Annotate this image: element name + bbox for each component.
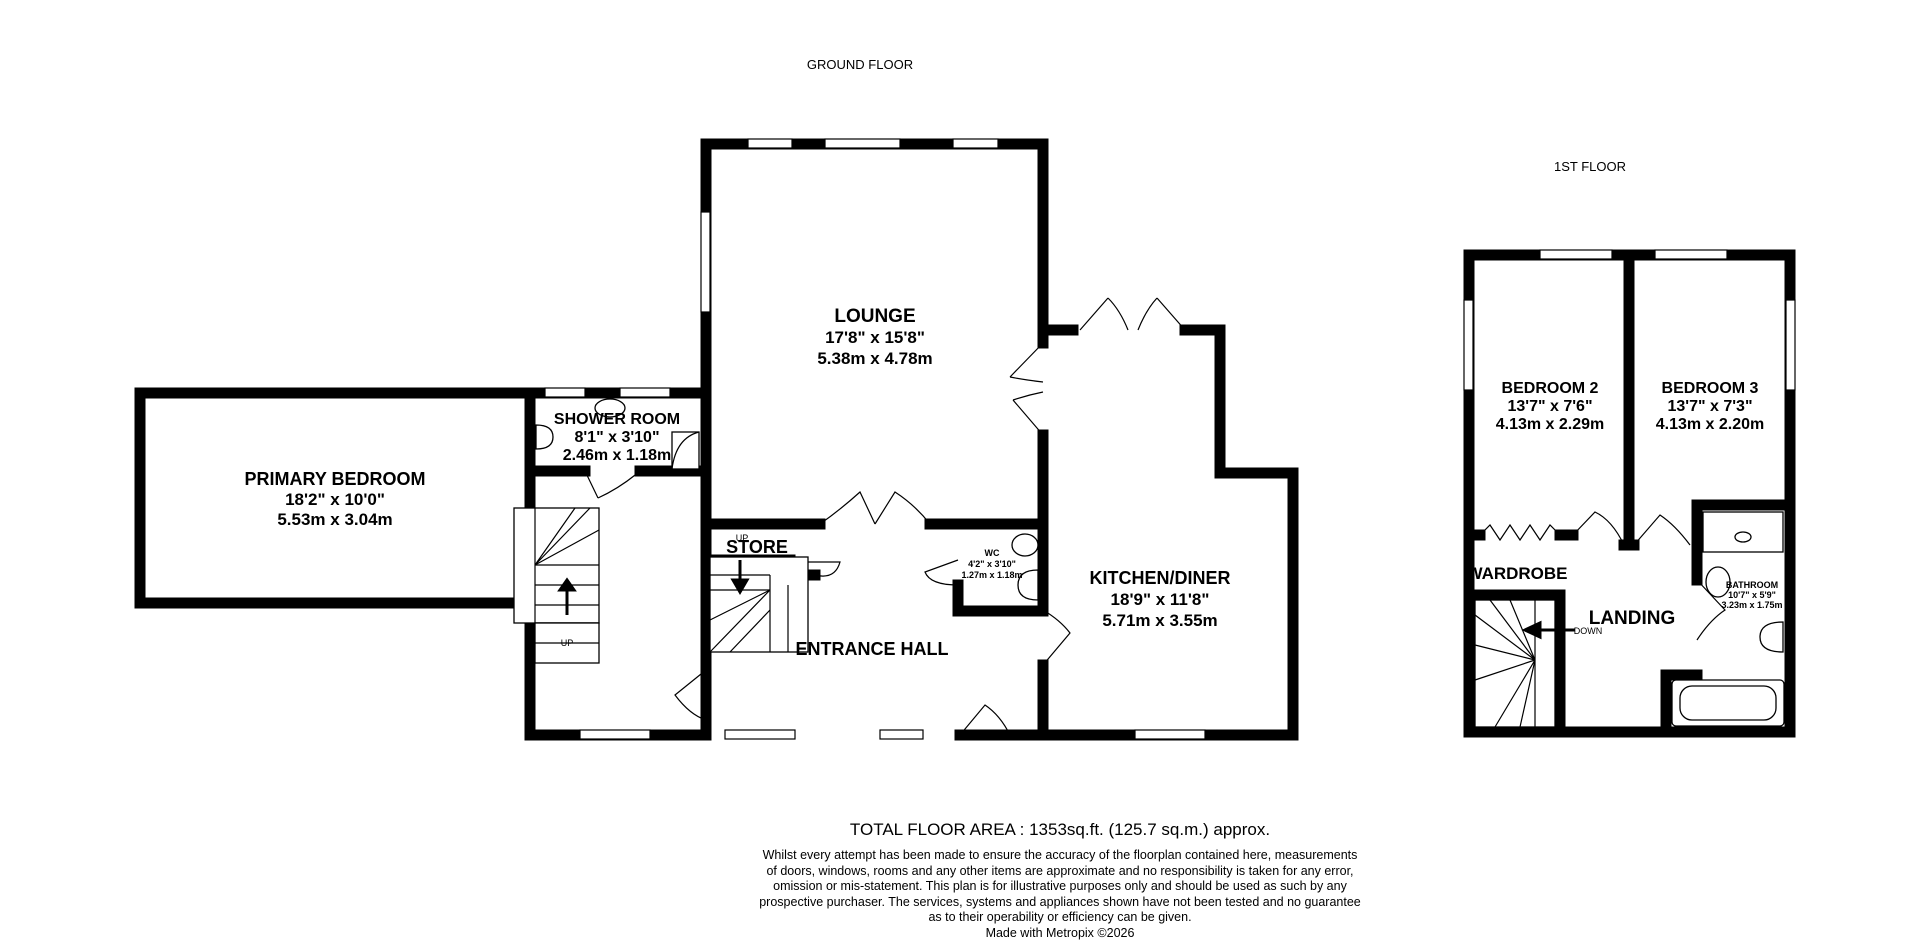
total-floor-area: TOTAL FLOOR AREA : 1353sq.ft. (125.7 sq.… <box>849 820 1271 839</box>
store-up-label: UP <box>736 533 749 543</box>
stairs-first: DOWN <box>1474 599 1603 728</box>
bathroom-name: BATHROOM <box>1726 580 1778 590</box>
store-stairs-arrow <box>730 560 750 595</box>
shower-room-name: SHOWER ROOM <box>554 411 680 428</box>
disclaimer-line: prospective purchaser. The services, sys… <box>759 894 1361 909</box>
footer: TOTAL FLOOR AREA : 1353sq.ft. (125.7 sq.… <box>660 820 1460 941</box>
entrance-hall-name: ENTRANCE HALL <box>796 639 949 659</box>
bedroom3-metric: 4.13m x 2.20m <box>1656 416 1765 433</box>
kitchen-walls <box>1021 324 1299 741</box>
hall-window <box>724 729 796 740</box>
hall-window <box>879 729 924 740</box>
hall-side-door <box>674 669 707 721</box>
bedroom3-door <box>1633 514 1691 546</box>
lounge-window <box>824 138 901 149</box>
stairs-hall: UP <box>709 533 809 653</box>
lounge-label: LOUNGE 17'8" x 15'8" 5.38m x 4.78m <box>817 306 932 368</box>
bathroom-shower <box>1705 566 1731 598</box>
lounge-name: LOUNGE <box>834 306 915 327</box>
wc-walls <box>944 518 1049 617</box>
disclaimer-line: of doors, windows, rooms and any other i… <box>766 863 1354 878</box>
bedroom3-name: BEDROOM 3 <box>1662 380 1759 397</box>
bedroom3-imperial: 13'7" x 7'3" <box>1667 398 1752 415</box>
first-floor-plan: DOWN <box>1463 249 1796 738</box>
bathroom-label: BATHROOM 10'7" x 5'9" 3.23m x 1.75m <box>1721 580 1782 610</box>
stairs-down-arrow <box>1521 620 1575 640</box>
primary-bedroom-imperial: 18'2" x 10'0" <box>285 490 385 509</box>
store-name: STORE <box>726 537 788 557</box>
wc-metric: 1.27m x 1.18m <box>961 570 1022 580</box>
stairs-up-label: UP <box>561 638 574 648</box>
bedroom2-imperial: 13'7" x 7'6" <box>1507 398 1592 415</box>
primary-bedroom-label: PRIMARY BEDROOM 18'2" x 10'0" 5.53m x 3.… <box>244 469 425 529</box>
ground-floor-plan: UP UP <box>134 138 1299 741</box>
bathroom-basin <box>1734 531 1752 543</box>
lounge-side-window <box>700 211 711 313</box>
bedroom2-window <box>1539 249 1613 260</box>
bedroom3-label: BEDROOM 3 13'7" x 7'3" 4.13m x 2.20m <box>1656 380 1765 433</box>
shower-toilet <box>535 424 554 450</box>
hall-window <box>579 729 651 740</box>
shower-room-imperial: 8'1" x 3'10" <box>574 429 659 446</box>
bedroom2-label: BEDROOM 2 13'7" x 7'6" 4.13m x 2.29m <box>1496 380 1605 433</box>
kitchen-door <box>1042 609 1071 666</box>
disclaimer-line: omission or mis-statement. This plan is … <box>773 879 1347 893</box>
wc-toilet <box>1017 569 1039 601</box>
shower-basin <box>594 398 626 418</box>
shower-door <box>584 470 641 499</box>
stairs-up-arrow <box>557 577 577 615</box>
wc-basin <box>1011 533 1039 557</box>
bathroom-door <box>1696 579 1726 641</box>
lounge-window <box>747 138 793 149</box>
primary-bedroom-name: PRIMARY BEDROOM <box>244 469 425 489</box>
bathroom-toilet <box>1759 621 1784 653</box>
bedroom2-door <box>1572 511 1625 546</box>
first-floor-heading: 1ST FLOOR <box>1554 159 1626 174</box>
store-door <box>790 561 841 577</box>
kitchen-metric: 5.71m x 3.55m <box>1102 611 1217 630</box>
bedroom2-metric: 4.13m x 2.29m <box>1496 416 1605 433</box>
lounge-imperial: 17'8" x 15'8" <box>825 328 925 347</box>
wc-imperial: 4'2" x 3'10" <box>968 559 1016 569</box>
kitchen-label: KITCHEN/DINER 18'9" x 11'8" 5.71m x 3.55… <box>1089 568 1230 630</box>
bedroom2-side-window <box>1463 299 1474 391</box>
ground-floor-heading: GROUND FLOOR <box>807 57 913 72</box>
bedroom3-window <box>1654 249 1728 260</box>
metropix-credit: Made with Metropix ©2026 <box>985 925 1135 940</box>
bedroom2-name: BEDROOM 2 <box>1502 380 1599 397</box>
bedroom3-side-window <box>1785 299 1796 391</box>
kitchen-window <box>1134 729 1206 740</box>
wardrobe-doors <box>1479 523 1561 542</box>
stairs-ground: UP <box>513 507 600 664</box>
wc-name: WC <box>985 548 1000 558</box>
front-door <box>959 704 1011 736</box>
primary-bedroom-metric: 5.53m x 3.04m <box>277 510 392 529</box>
hall-double-door <box>819 491 931 525</box>
bathroom-metric: 3.23m x 1.75m <box>1721 600 1782 610</box>
shower-room-label: SHOWER ROOM 8'1" x 3'10" 2.46m x 1.18m <box>554 411 680 464</box>
lounge-window <box>952 138 999 149</box>
shower-window <box>619 387 671 398</box>
kitchen-french-doors <box>1079 297 1186 331</box>
shower-window <box>544 387 586 398</box>
wc-label: WC 4'2" x 3'10" 1.27m x 1.18m <box>961 548 1022 580</box>
lounge-metric: 5.38m x 4.78m <box>817 349 932 368</box>
shower-room-metric: 2.46m x 1.18m <box>563 447 672 464</box>
bathroom-imperial: 10'7" x 5'9" <box>1728 590 1776 600</box>
stairs-down-label: DOWN <box>1574 626 1603 636</box>
lounge-french-doors <box>1009 342 1044 436</box>
wardrobe-name: WARDROBE <box>1466 564 1567 583</box>
kitchen-name: KITCHEN/DINER <box>1089 568 1230 588</box>
landing-name: LANDING <box>1589 608 1676 629</box>
disclaimer-line: Whilst every attempt has been made to en… <box>762 848 1358 862</box>
kitchen-imperial: 18'9" x 11'8" <box>1111 590 1210 609</box>
disclaimer-line: as to their operability or efficiency ca… <box>928 910 1192 924</box>
shower-tray <box>671 431 700 470</box>
wc-door <box>924 559 959 586</box>
